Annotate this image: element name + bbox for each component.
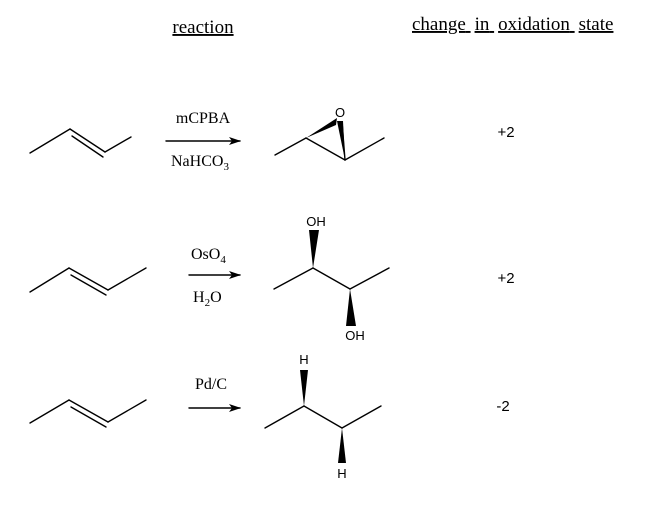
bond bbox=[312, 267, 351, 290]
double-bond bbox=[68, 267, 109, 291]
wedge-bond bbox=[300, 370, 308, 406]
atom-hydrogen: H bbox=[299, 352, 308, 367]
hydroxyl-group: OH bbox=[306, 214, 326, 229]
bond bbox=[107, 399, 147, 423]
bond bbox=[344, 137, 385, 161]
wedge-bond bbox=[346, 289, 356, 326]
wedge-bond bbox=[338, 428, 346, 463]
reagent-mcpba: mCPBA bbox=[176, 110, 231, 127]
bond bbox=[341, 405, 382, 429]
bond bbox=[305, 137, 346, 161]
bond bbox=[107, 267, 147, 291]
bond bbox=[29, 128, 71, 154]
reagent-sodium-bicarbonate: NaHCO3 bbox=[171, 153, 229, 173]
double-bond bbox=[69, 128, 106, 153]
oxidation-state-header: change in oxidation state bbox=[412, 14, 613, 35]
bond bbox=[29, 399, 70, 424]
oxidation-change-value: +2 bbox=[497, 124, 514, 141]
atom-hydrogen: H bbox=[337, 466, 346, 481]
oxidation-change-value: +2 bbox=[497, 270, 514, 287]
reagent-osmium-tetroxide: OsO4 bbox=[191, 246, 226, 266]
bond bbox=[274, 137, 307, 156]
reactant-trans-2-butene bbox=[29, 267, 147, 296]
double-bond-inner bbox=[71, 135, 104, 158]
product-butane: H H bbox=[264, 352, 382, 481]
wedge-bond bbox=[306, 118, 337, 138]
bond bbox=[104, 136, 132, 153]
reagent-water: H2O bbox=[193, 289, 222, 309]
wedge-bond bbox=[309, 230, 319, 268]
double-bond bbox=[68, 399, 109, 423]
product-epoxide: O bbox=[274, 105, 385, 161]
bond bbox=[341, 121, 346, 161]
hydroxyl-group: OH bbox=[345, 328, 365, 343]
bond bbox=[29, 267, 70, 293]
double-bond-inner bbox=[70, 406, 107, 428]
bond bbox=[264, 405, 305, 429]
reaction-header: reaction bbox=[172, 17, 234, 38]
bond bbox=[303, 405, 343, 429]
oxidation-change-value: -2 bbox=[496, 398, 509, 415]
double-bond-inner bbox=[70, 274, 107, 296]
bond bbox=[273, 267, 314, 290]
reaction-row-dihydroxylation: OsO4 H2O OH OH +2 bbox=[29, 214, 515, 343]
atom-oxygen: O bbox=[335, 105, 345, 120]
reactant-trans-2-butene bbox=[29, 128, 132, 158]
reactant-trans-2-butene bbox=[29, 399, 147, 428]
reagent-palladium-carbon: Pd/C bbox=[195, 376, 227, 393]
reaction-row-epoxidation: mCPBA NaHCO3 O +2 bbox=[29, 105, 515, 173]
product-diol: OH OH bbox=[273, 214, 390, 343]
reaction-row-hydrogenation: Pd/C H H -2 bbox=[29, 352, 510, 481]
bond bbox=[349, 267, 390, 290]
